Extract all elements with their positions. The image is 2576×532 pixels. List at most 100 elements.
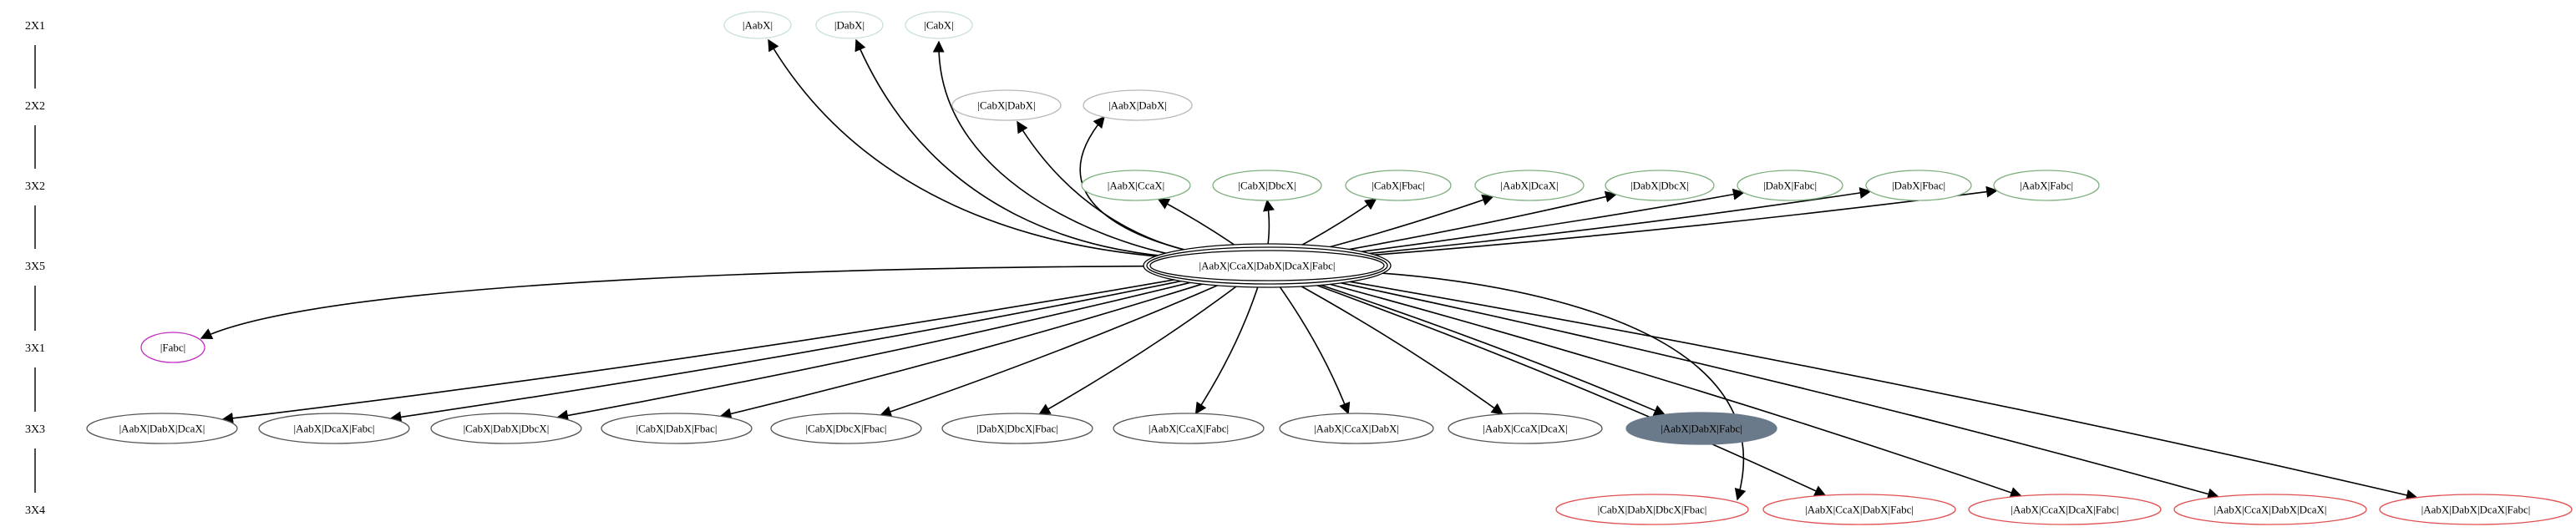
edge-cabx-dabx-dbcx xyxy=(556,277,1208,422)
node-label: |AabX|DabX|Fabc| xyxy=(1661,423,1742,435)
node-aabx[interactable]: |AabX| xyxy=(723,11,792,39)
edge-aabx-ccax-dcax xyxy=(1290,279,1504,415)
node-label: |CabX| xyxy=(924,19,954,32)
node-label: |AabX|Fabc| xyxy=(2020,180,2073,192)
node-ellipse xyxy=(86,413,238,444)
edge-aabx-ccax xyxy=(1157,198,1244,252)
node-label: |Fabc| xyxy=(160,342,185,354)
node-aabx-dabx-dcax-fabc[interactable]: |AabX|DabX|DcaX|Fabc| xyxy=(2379,494,2573,525)
level-label-3x2: 3X2 xyxy=(25,180,45,193)
node-cabx-dbcx[interactable]: |CabX|DbcX| xyxy=(1212,170,1322,201)
node-fabc[interactable]: |Fabc| xyxy=(140,332,205,363)
node-aabx-ccax[interactable]: |AabX|CcaX| xyxy=(1081,170,1191,201)
node-ellipse xyxy=(258,413,410,444)
level-label-3x3: 3X3 xyxy=(25,423,45,436)
edge-cabx-dabx-dbcx-fbac xyxy=(1371,271,1747,501)
node-label: |AabX|CcaX|Fabc| xyxy=(1149,423,1229,435)
node-ellipse xyxy=(1345,170,1452,201)
node-ellipse xyxy=(1081,170,1191,201)
edge-aabx-dabx-fabc xyxy=(1305,279,1666,416)
node-ellipse xyxy=(430,413,582,444)
node-label: |CabX|DbcX|Fbac| xyxy=(805,423,886,435)
node-aabx-fabc[interactable]: |AabX|Fabc| xyxy=(1993,170,2100,201)
node-ellipse xyxy=(951,89,1062,121)
node-ellipse xyxy=(1474,170,1585,201)
level-label-2x2: 2X2 xyxy=(25,100,45,113)
node-label: |AabX|CcaX|DabX|DcaX| xyxy=(2213,504,2326,516)
node-aabx-dcax[interactable]: |AabX|DcaX| xyxy=(1474,170,1585,201)
node-ellipse xyxy=(601,413,753,444)
edge-aabx-dcax-fabc xyxy=(389,276,1199,423)
edge-aabx-ccax-fabc xyxy=(1194,280,1261,415)
node-aabx-ccax-dabx[interactable]: |AabX|CcaX|DabX| xyxy=(1279,413,1434,444)
node-ellipse xyxy=(815,11,884,39)
node-dabx-fabc[interactable]: |DabX|Fabc| xyxy=(1737,170,1843,201)
node-ellipse xyxy=(905,11,973,39)
edge-cabx-dbcx xyxy=(1263,199,1275,251)
level-label-3x5: 3X5 xyxy=(25,261,45,273)
node-aabx-dabx[interactable]: |AabX|DabX| xyxy=(1083,89,1193,121)
node-dabx-dbcx[interactable]: |DabX|DbcX| xyxy=(1605,170,1715,201)
node-ellipse xyxy=(1448,413,1603,444)
node-ellipse xyxy=(770,413,922,444)
node-ellipse xyxy=(1279,413,1434,444)
node-label: |AabX|CcaX|DcaX| xyxy=(1483,423,1567,435)
node-label: |CabX|DabX|DbcX|Fbac| xyxy=(1598,504,1707,516)
edge-aabx-ccax-dabx-fabc xyxy=(1301,279,1827,497)
node-ellipse xyxy=(723,11,792,39)
edge-aabx-dabx-dcax-fabc xyxy=(1330,277,2418,501)
node-label: |CabX|DabX| xyxy=(977,99,1035,112)
node-layer: |AabX| |DabX| |CabX| |CabX|DabX| |AabX|DabX|… xyxy=(86,11,2573,525)
node-cabx-dabx-fbac[interactable]: |CabX|DabX|Fbac| xyxy=(601,413,753,444)
node-dabx-fbac[interactable]: |DabX|Fbac| xyxy=(1865,170,1972,201)
node-ellipse xyxy=(1968,494,2162,525)
node-aabx-ccax-dabx-fabc[interactable]: |AabX|CcaX|DabX|Fabc| xyxy=(1762,494,1956,525)
node-ellipse xyxy=(1149,250,1385,281)
node-root[interactable]: |AabX|CcaX|DabX|DcaX|Fabc| xyxy=(1143,243,1392,288)
node-label: |AabX|CcaX|DabX| xyxy=(1314,423,1399,435)
node-label: |DabX|DbcX|Fbac| xyxy=(976,423,1058,435)
node-ellipse xyxy=(1113,413,1265,444)
node-aabx-dabx-fabc[interactable]: |AabX|DabX|Fabc| xyxy=(1625,412,1777,445)
node-ellipse xyxy=(1212,170,1322,201)
node-ellipse xyxy=(1083,89,1193,121)
edge-dabx-dbcx-fbac xyxy=(1038,280,1245,415)
node-dabx-dbcx-fbac[interactable]: |DabX|DbcX|Fbac| xyxy=(941,413,1093,444)
node-aabx-ccax-dabx-dcax[interactable]: |AabX|CcaX|DabX|DcaX| xyxy=(2173,494,2367,525)
node-label: |AabX|DabX|DcaX|Fabc| xyxy=(2421,504,2531,516)
edge-cabx xyxy=(932,40,1180,256)
node-label: |DabX| xyxy=(834,19,865,32)
edge-aabx-ccax-dabx-dcax xyxy=(1321,278,2220,500)
node-cabx-fbac[interactable]: |CabX|Fbac| xyxy=(1345,170,1452,201)
node-aabx-ccax-dcax[interactable]: |AabX|CcaX|DcaX| xyxy=(1448,413,1603,444)
node-label: |AabX|CcaX|DcaX|Fabc| xyxy=(2011,504,2118,516)
node-aabx-dabx-dcax[interactable]: |AabX|DabX|DcaX| xyxy=(86,413,238,444)
edge-dabx xyxy=(854,38,1172,258)
node-label: |CabX|DbcX| xyxy=(1238,180,1296,192)
node-ellipse xyxy=(1555,494,1749,525)
node-ellipse xyxy=(1737,170,1843,201)
node-cabx-dbcx-fbac[interactable]: |CabX|DbcX|Fbac| xyxy=(770,413,922,444)
node-label: |AabX|CcaX| xyxy=(1108,180,1164,192)
node-label: |AabX|DabX|DcaX| xyxy=(119,423,205,435)
node-label: |DabX|Fabc| xyxy=(1763,180,1817,192)
node-aabx-ccax-fabc[interactable]: |AabX|CcaX|Fabc| xyxy=(1113,413,1265,444)
node-dabx[interactable]: |DabX| xyxy=(815,11,884,39)
node-ellipse xyxy=(941,413,1093,444)
node-aabx-dcax-fabc[interactable]: |AabX|DcaX|Fabc| xyxy=(258,413,410,444)
edge-cabx-fbac xyxy=(1291,198,1377,252)
edge-cabx-dabx-fbac xyxy=(719,278,1219,420)
node-cabx-dabx-dbcx-fbac[interactable]: |CabX|DabX|DbcX|Fbac| xyxy=(1555,494,1749,525)
node-aabx-ccax-dcax-fabc[interactable]: |AabX|CcaX|DcaX|Fabc| xyxy=(1968,494,2162,525)
node-cabx-dabx-dbcx[interactable]: |CabX|DabX|DbcX| xyxy=(430,413,582,444)
node-cabx[interactable]: |CabX| xyxy=(905,11,973,39)
level-label-3x1: 3X1 xyxy=(25,342,45,355)
level-label-2x1: 2X1 xyxy=(25,20,45,33)
node-ellipse xyxy=(2173,494,2367,525)
node-ellipse xyxy=(1993,170,2100,201)
edge-aabx-ccax-dcax-fabc xyxy=(1312,278,2022,499)
edge-dabx-fabc xyxy=(1341,188,1745,255)
node-ellipse xyxy=(140,332,205,363)
node-cabx-dabx[interactable]: |CabX|DabX| xyxy=(951,89,1062,121)
